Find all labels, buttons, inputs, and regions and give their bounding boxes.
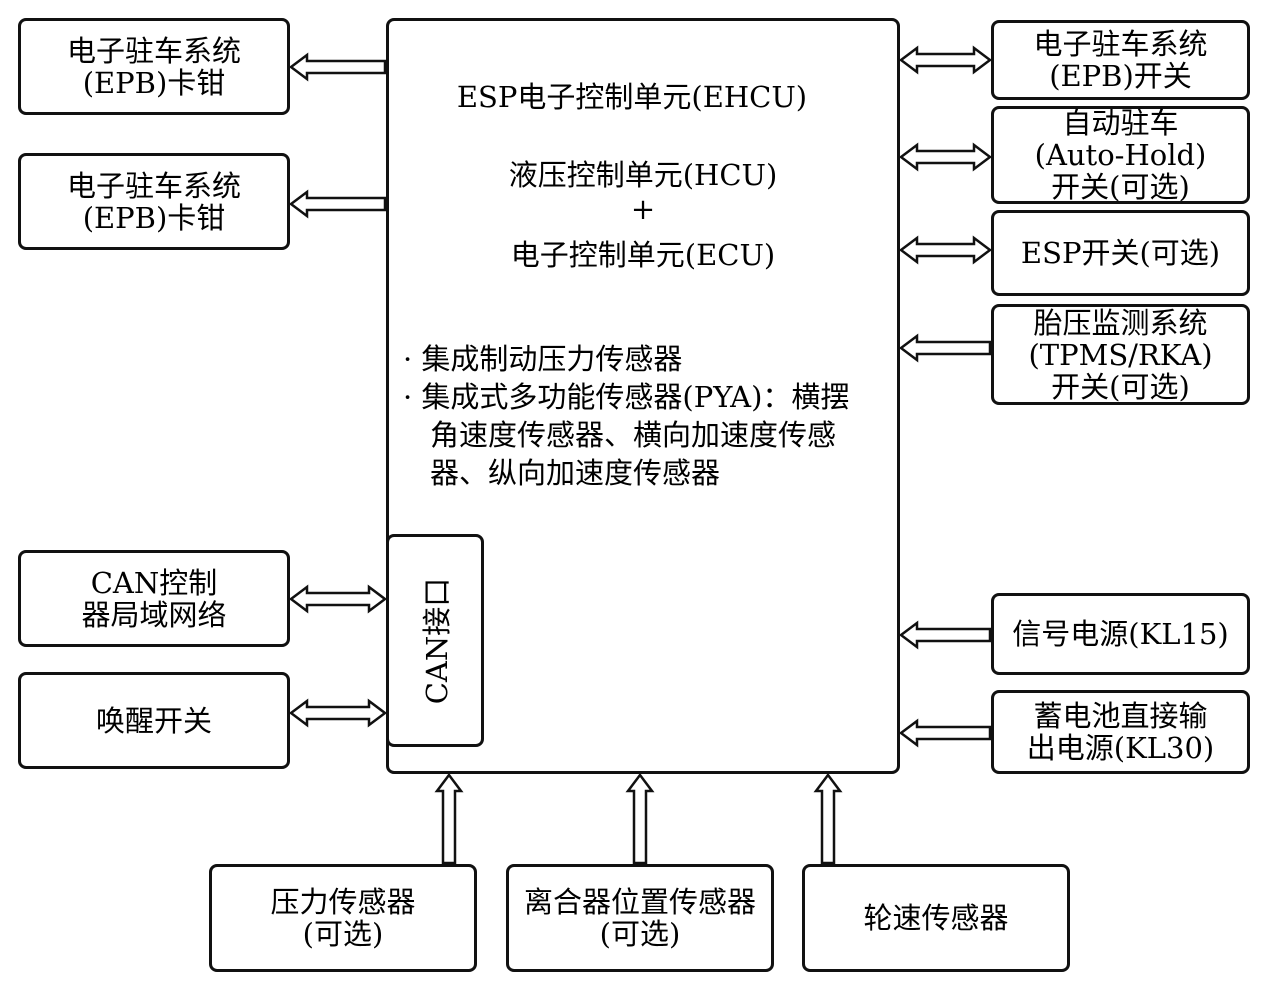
plus-sign: + bbox=[630, 192, 656, 226]
kl15-power-box: 信号电源(KL15) bbox=[991, 593, 1250, 675]
main-unit-title: ESP电子控制单元(EHCU) bbox=[456, 80, 808, 114]
kl30-power-box: 蓄电池直接输 出电源(KL30) bbox=[991, 690, 1250, 774]
auto-hold-switch-box: 自动驻车 (Auto-Hold) 开关(可选) bbox=[991, 106, 1250, 204]
epb-caliper-box-1: 电子驻车系统 (EPB)卡钳 bbox=[18, 18, 290, 115]
pressure-sensor-box: 压力传感器 (可选) bbox=[209, 864, 477, 972]
arrow-from-clutch-sensor bbox=[625, 772, 655, 865]
bullet-multifunction-sensor: · 集成式多功能传感器(PYA)：横摆 bbox=[403, 380, 850, 414]
arrow-esp-switch bbox=[898, 235, 993, 265]
arrow-can-network bbox=[288, 584, 388, 614]
can-network-box: CAN控制 器局域网络 bbox=[18, 550, 290, 647]
can-interface-label: CAN接口 bbox=[420, 577, 454, 704]
arrow-to-epb-caliper-2 bbox=[288, 189, 387, 219]
bullet-multifunction-sensor-line2: 角速度传感器、横向加速度传感 bbox=[430, 418, 837, 452]
wake-switch-box: 唤醒开关 bbox=[18, 672, 290, 769]
arrow-auto-hold bbox=[898, 142, 993, 172]
tpms-switch-box: 胎压监测系统 (TPMS/RKA) 开关(可选) bbox=[991, 304, 1250, 405]
wheel-speed-sensor-box: 轮速传感器 bbox=[802, 864, 1070, 972]
arrow-to-epb-caliper-1 bbox=[288, 52, 387, 82]
arrow-from-pressure-sensor bbox=[434, 772, 464, 865]
clutch-position-sensor-box: 离合器位置传感器 (可选) bbox=[506, 864, 774, 972]
can-interface-block: CAN接口 bbox=[386, 534, 484, 747]
bullet-multifunction-sensor-line3: 器、纵向加速度传感器 bbox=[430, 456, 721, 490]
ecu-label: 电子控制单元(ECU) bbox=[510, 238, 776, 272]
arrow-from-wheel-speed bbox=[813, 772, 843, 865]
esp-switch-box: ESP开关(可选) bbox=[991, 210, 1250, 296]
arrow-from-tpms bbox=[898, 333, 992, 363]
hcu-label: 液压控制单元(HCU) bbox=[508, 158, 778, 192]
arrow-from-kl30 bbox=[898, 718, 992, 748]
arrow-wake-switch bbox=[288, 698, 388, 728]
bullet-brake-pressure-sensor: · 集成制动压力传感器 bbox=[403, 342, 683, 376]
epb-switch-box: 电子驻车系统 (EPB)开关 bbox=[991, 20, 1250, 100]
arrow-epb-switch bbox=[898, 45, 993, 75]
arrow-from-kl15 bbox=[898, 620, 992, 650]
epb-caliper-box-2: 电子驻车系统 (EPB)卡钳 bbox=[18, 153, 290, 250]
